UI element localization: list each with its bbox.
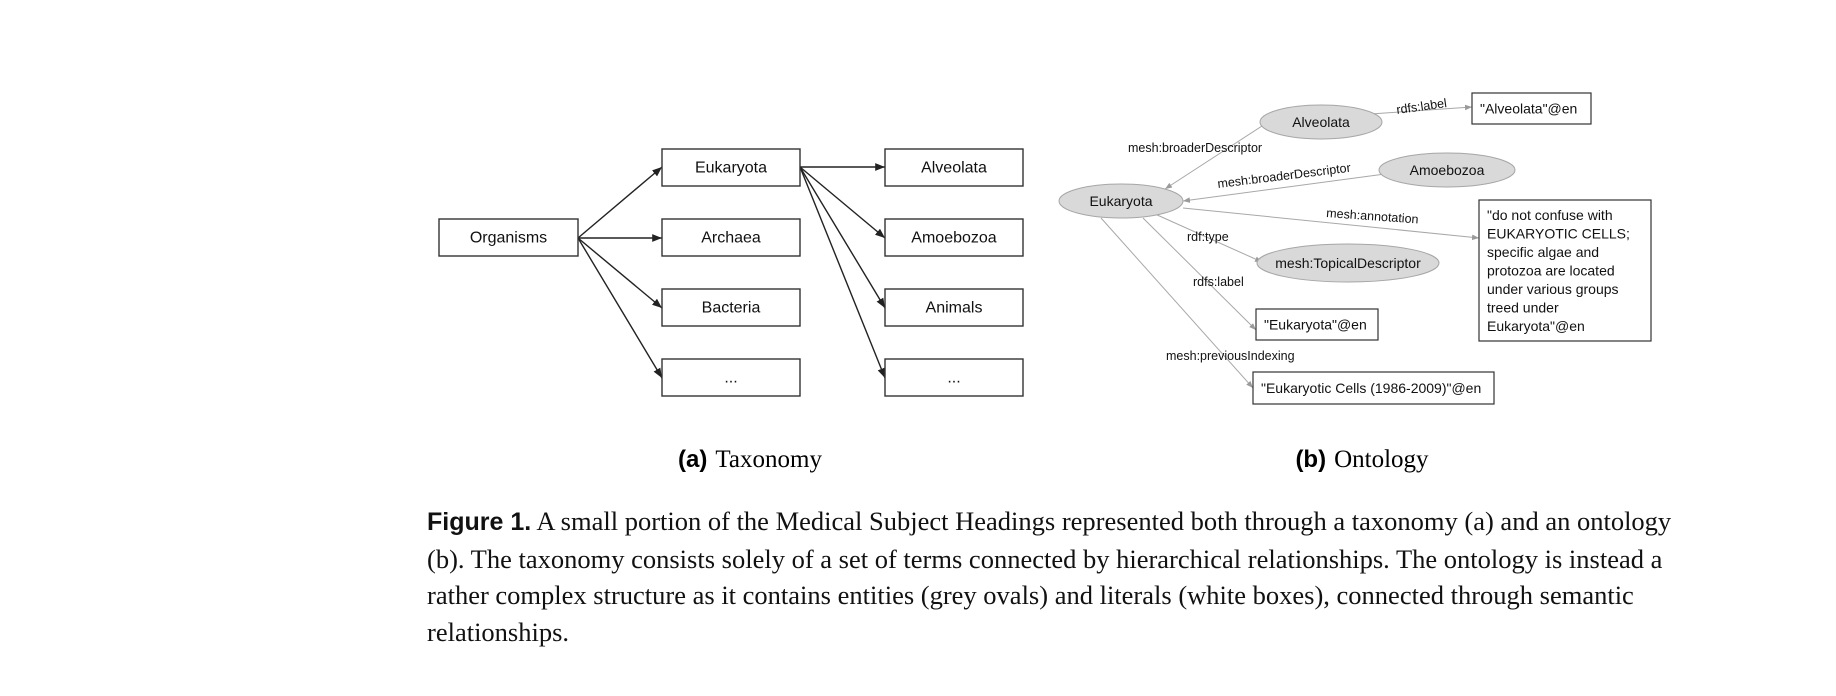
literal-line: specific algae and (1487, 244, 1599, 260)
taxonomy-node-bacteria: Bacteria (661, 288, 801, 327)
taxonomy-node-alveolata: Alveolata (884, 148, 1024, 187)
figure-caption-text: A small portion of the Medical Subject H… (427, 506, 1672, 647)
edge-labels: rdfs:label mesh:broaderDescriptor mesh:b… (1128, 96, 1448, 363)
edge-organisms-eukaryota (577, 166, 663, 239)
node-label: Bacteria (702, 300, 761, 317)
node-label: Alveolata (921, 160, 987, 177)
edge-label-broader-amoebozoa: mesh:broaderDescriptor (1217, 161, 1352, 191)
entity-label: Eukaryota (1089, 193, 1152, 209)
node-label: Organisms (470, 230, 547, 247)
entity-amoebozoa: Amoebozoa (1378, 152, 1516, 188)
taxonomy-node-eukaryota: Eukaryota (661, 148, 801, 187)
node-label: ... (724, 370, 737, 387)
edge-organisms-bacteria (577, 237, 663, 309)
entity-topical-descriptor: mesh:TopicalDescriptor (1256, 243, 1440, 283)
edge-amoebozoa-broader (1182, 173, 1386, 203)
literal-label: "Eukaryota"@en (1264, 317, 1367, 333)
edge-label-rdf-type: rdf:type (1187, 230, 1229, 244)
subcaption-a: (a) Taxonomy (678, 446, 822, 473)
taxonomy-node-more-1: ... (661, 358, 801, 397)
edge-alveolata-broader (1164, 125, 1263, 190)
node-label: ... (947, 370, 960, 387)
entity-label: Amoebozoa (1410, 162, 1485, 178)
taxonomy-node-organisms: Organisms (438, 218, 579, 257)
entity-label: Alveolata (1292, 114, 1350, 130)
taxonomy-diagram: Organisms Eukaryota Archaea Bacteria ...… (438, 148, 1024, 473)
literal-label: "Eukaryotic Cells (1986-2009)"@en (1261, 380, 1481, 396)
edge-eukaryota-annotation (1182, 207, 1480, 241)
edge-label-broader-alveolata: mesh:broaderDescriptor (1128, 141, 1262, 155)
node-label: Amoebozoa (911, 230, 996, 247)
taxonomy-node-animals: Animals (884, 288, 1024, 327)
entity-eukaryota: Eukaryota (1058, 183, 1184, 219)
subcaption-b-text: Ontology (1334, 446, 1429, 473)
edge-eukaryota-more (799, 166, 886, 379)
subcaption-a-letter: (a) (678, 446, 707, 473)
literal-line: treed under (1487, 300, 1559, 316)
literal-eukaryotic-cells: "Eukaryotic Cells (1986-2009)"@en (1252, 371, 1495, 405)
figure-caption-label: Figure 1. (427, 508, 532, 536)
literal-line: Eukaryota"@en (1487, 318, 1585, 334)
entity-alveolata: Alveolata (1259, 104, 1383, 140)
subcaption-a-text: Taxonomy (715, 446, 822, 473)
edge-eukaryota-animals (799, 166, 886, 309)
literal-line: "do not confuse with (1487, 207, 1613, 223)
edge-eukaryota-amoebozoa (799, 166, 886, 239)
subcaption-b: (b) Ontology (1295, 446, 1429, 473)
node-label: Eukaryota (695, 160, 767, 177)
entity-label: mesh:TopicalDescriptor (1275, 255, 1421, 271)
literal-alveolata: "Alveolata"@en (1471, 92, 1592, 125)
node-label: Animals (926, 300, 983, 317)
node-label: Archaea (701, 230, 761, 247)
literal-annotation: "do not confuse with EUKARYOTIC CELLS; s… (1478, 199, 1652, 342)
edge-eukaryota-label (1142, 217, 1257, 331)
edge-organisms-more (577, 237, 663, 379)
subcaption-b-letter: (b) (1295, 446, 1326, 473)
literal-line: EUKARYOTIC CELLS; (1487, 226, 1630, 242)
taxonomy-node-more-2: ... (884, 358, 1024, 397)
literal-eukaryota: "Eukaryota"@en (1255, 308, 1379, 341)
edge-label-annotation: mesh:annotation (1326, 206, 1419, 226)
taxonomy-node-archaea: Archaea (661, 218, 801, 257)
edge-eukaryota-previous (1100, 217, 1254, 389)
edge-eukaryota-type (1154, 213, 1263, 263)
edge-label-previous-indexing: mesh:previousIndexing (1166, 349, 1295, 363)
figure-caption: Figure 1. A small portion of the Medical… (427, 503, 1697, 650)
taxonomy-node-amoebozoa: Amoebozoa (884, 218, 1024, 257)
taxonomy-edges (577, 163, 886, 379)
edge-label-rdfs-label-alveolata: rdfs:label (1395, 96, 1447, 117)
ontology-diagram: rdfs:label mesh:broaderDescriptor mesh:b… (1058, 92, 1652, 473)
literal-label: "Alveolata"@en (1480, 101, 1577, 117)
literal-line: under various groups (1487, 281, 1619, 297)
literal-line: protozoa are located (1487, 263, 1615, 279)
edge-label-rdfs-label-eukaryota: rdfs:label (1193, 275, 1244, 289)
